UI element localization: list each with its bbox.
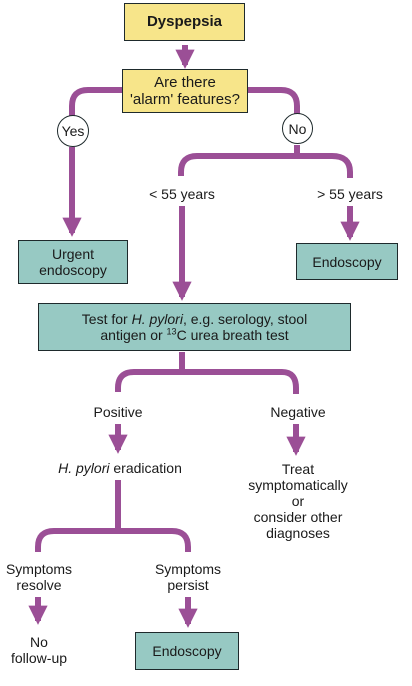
hpylori-eradication-label: H. pylori eradication — [58, 460, 182, 476]
test-line1: Test for H. pylori, e.g. serology, stool — [81, 311, 308, 327]
branch-no-split — [178, 145, 353, 178]
positive-label: Positive — [93, 404, 143, 420]
branch-test-split — [115, 352, 299, 394]
hpylori-test-box: Test for H. pylori, e.g. serology, stool… — [38, 303, 351, 351]
urgent-line1: Urgent — [51, 246, 95, 262]
alarm-question-line1: Are there — [154, 74, 216, 91]
symptoms-persist-label: Symptoms persist — [154, 561, 222, 593]
negative-label: Negative — [270, 404, 326, 420]
endoscopy-top-box: Endoscopy — [296, 243, 398, 280]
endoscopy-top-label: Endoscopy — [312, 253, 382, 270]
no-circle: No — [282, 113, 313, 144]
endoscopy-bottom-label: Endoscopy — [152, 643, 222, 659]
test-line2: antigen or 13C urea breath test — [100, 326, 289, 343]
branch-question-right — [248, 87, 300, 115]
endoscopy-bottom-box: Endoscopy — [135, 632, 239, 670]
treat-symptomatically-label: Treat symptomatically or consider other … — [248, 461, 348, 541]
over-55-label: > 55 years — [317, 186, 383, 202]
yes-circle: Yes — [57, 115, 89, 147]
branch-question-left — [69, 87, 122, 118]
dyspepsia-label: Dyspepsia — [146, 13, 223, 30]
no-label: No — [288, 120, 307, 137]
yes-label: Yes — [61, 123, 85, 139]
urgent-endoscopy-box: Urgent endoscopy — [18, 240, 128, 284]
branch-eradication-split — [35, 480, 191, 552]
alarm-question-line2: 'alarm' features? — [130, 91, 240, 108]
dyspepsia-box: Dyspepsia — [124, 3, 245, 41]
alarm-question-box: Are there 'alarm' features? — [122, 69, 248, 113]
urgent-line2: endoscopy — [39, 262, 107, 278]
under-55-label: < 55 years — [149, 186, 215, 202]
no-follow-up-label: No follow-up — [10, 634, 68, 666]
symptoms-resolve-label: Symptoms resolve — [5, 561, 73, 593]
